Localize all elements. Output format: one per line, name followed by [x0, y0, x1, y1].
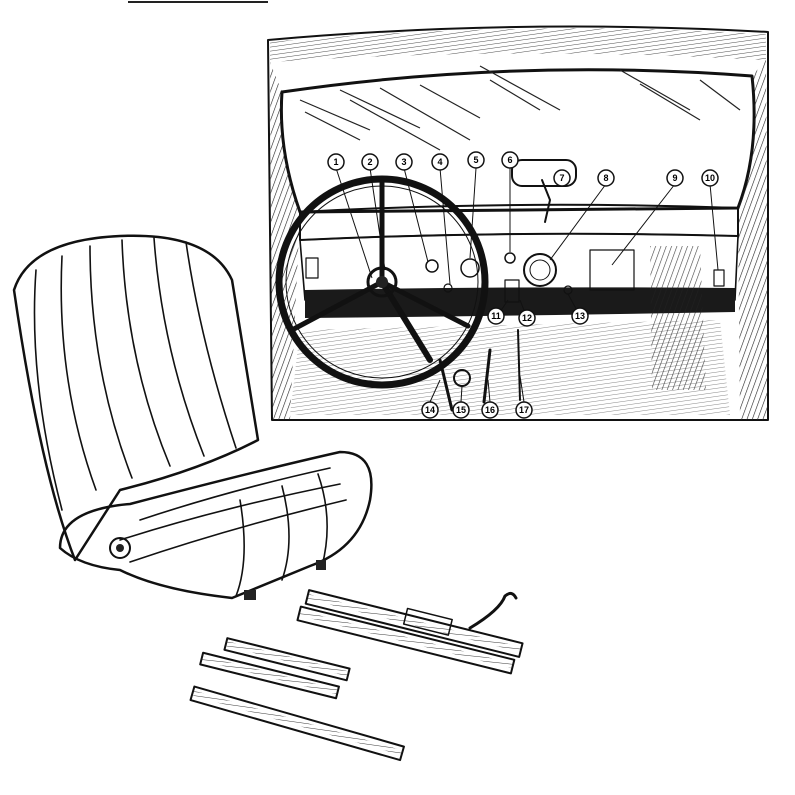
callout-7: 7	[553, 169, 571, 187]
callout-4: 4	[431, 153, 449, 171]
interior-frame	[267, 25, 769, 421]
callout-label: 6	[507, 155, 512, 165]
callout-circle	[666, 169, 684, 187]
small-knob	[443, 283, 453, 293]
seat-cushion	[58, 450, 373, 600]
steering-wheel-hub	[366, 266, 398, 298]
callout-circle	[421, 401, 439, 419]
rail-release-lever	[468, 591, 518, 630]
switch-knob	[425, 259, 439, 273]
callout-11: 11	[487, 307, 505, 325]
roof-band	[270, 28, 766, 62]
callout-circle	[501, 151, 519, 169]
callout-label: 3	[401, 157, 406, 167]
horn-button	[376, 276, 388, 288]
callout-17: 17	[515, 401, 533, 419]
callout-label: 1	[333, 157, 338, 167]
callout-circle	[518, 309, 536, 327]
right-switch	[713, 269, 725, 287]
backrest-ribs	[33, 237, 237, 511]
callout-circle	[597, 169, 615, 187]
glovebox	[589, 249, 635, 291]
floor	[290, 320, 730, 415]
callout-circle	[361, 153, 379, 171]
speedometer-dial	[529, 259, 551, 281]
rail-lock-mechanism	[402, 607, 453, 636]
left-middle-rail-shade	[201, 655, 339, 695]
clock-gauge	[460, 258, 480, 278]
seat-backrest	[12, 234, 260, 562]
handbrake-lever	[517, 329, 521, 401]
callout-circle	[487, 307, 505, 325]
callout-label: 11	[491, 311, 501, 321]
callout-label: 10	[705, 173, 715, 183]
callout-label: 2	[367, 157, 372, 167]
callout-circle	[515, 401, 533, 419]
callout-circle	[431, 153, 449, 171]
callout-circle	[701, 169, 719, 187]
seat-pivot-knob	[109, 537, 131, 559]
callout-label: 14	[425, 405, 435, 415]
cushion-ribs	[119, 467, 347, 597]
callout-circle	[395, 153, 413, 171]
steering-wheel-spokes	[289, 179, 471, 333]
seat-drawing	[12, 234, 373, 600]
bottom-rail	[189, 685, 405, 762]
callout-10: 10	[701, 169, 719, 187]
callout-circle	[327, 153, 345, 171]
callout-label: 17	[519, 405, 529, 415]
callout-2: 2	[361, 153, 379, 171]
callout-label: 4	[437, 157, 442, 167]
callout-circle	[553, 169, 571, 187]
speedometer-gauge	[523, 253, 557, 287]
seat-foot-front	[244, 590, 256, 600]
accelerator-pedal	[482, 348, 492, 404]
callout-3: 3	[395, 153, 413, 171]
callout-circle	[452, 401, 470, 419]
callout-label: 13	[575, 311, 585, 321]
right-upper-rail-shade	[306, 593, 522, 653]
left-rail-assembly	[199, 637, 351, 700]
ignition-knob	[504, 252, 516, 264]
bottom-long-rail-shade	[191, 690, 403, 756]
car-interior-drawing	[267, 25, 769, 421]
callout-5: 5	[467, 151, 485, 169]
left-vent	[305, 257, 319, 279]
callout-9: 9	[666, 169, 684, 187]
callout-13: 13	[571, 307, 589, 325]
rear-view-mirror	[511, 159, 577, 187]
callout-8: 8	[597, 169, 615, 187]
left-upper-rail-shade	[225, 641, 349, 677]
callout-label: 9	[672, 173, 677, 183]
seat-pivot-center	[116, 544, 124, 552]
right-lower-rail-shade	[298, 610, 514, 669]
leader-lines	[335, 167, 719, 403]
callout-label: 12	[522, 313, 532, 323]
callout-label: 15	[456, 405, 466, 415]
column-switch	[504, 279, 520, 303]
callout-label: 5	[473, 155, 478, 165]
windscreen-reflections	[299, 65, 741, 151]
callout-15: 15	[452, 401, 470, 419]
callout-14: 14	[421, 401, 439, 419]
callout-label: 16	[485, 405, 495, 415]
callout-circle	[467, 151, 485, 169]
right-rail-assembly	[296, 589, 524, 675]
seat-rails	[189, 589, 524, 762]
callout-label: 8	[603, 173, 608, 183]
callout-circle	[571, 307, 589, 325]
callout-6: 6	[501, 151, 519, 169]
windscreen	[279, 68, 756, 214]
steering-wheel-rim	[275, 175, 489, 389]
callout-1: 1	[327, 153, 345, 171]
seat-foot-rear	[316, 560, 326, 570]
callout-label: 7	[559, 173, 564, 183]
callout-12: 12	[518, 309, 536, 327]
callout-circle	[481, 401, 499, 419]
right-pillar	[738, 60, 768, 420]
callout-16: 16	[481, 401, 499, 419]
